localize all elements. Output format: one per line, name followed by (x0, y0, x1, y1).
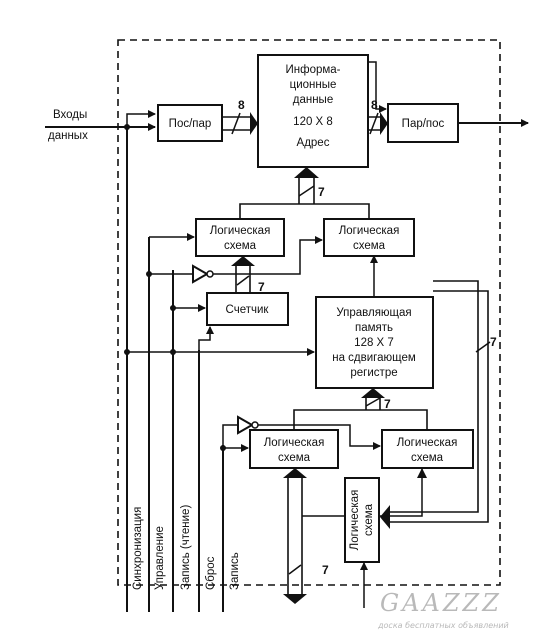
control-memory-line-4: на сдвигающем (332, 352, 416, 364)
bottom-bus-arrow-up (283, 468, 307, 478)
logic-block-4: Логическая схема (381, 429, 474, 469)
logic-block-2: Логическая схема (323, 218, 415, 257)
par-pos-block: Пар/пос (387, 103, 459, 143)
counter-bus-slash (236, 275, 250, 286)
info-memory-line-3: данные (293, 94, 333, 106)
info-memory-size: 120 X 8 (293, 116, 333, 128)
logic-block-1: Логическая схема (195, 218, 285, 257)
counter-label: Счетчик (226, 304, 270, 316)
input-bus-slash (231, 112, 241, 135)
reset-to-counter (198, 326, 214, 352)
logic-1-line-1: Логическая (210, 225, 271, 237)
logic-3-line-2: схема (278, 452, 311, 464)
logic-4-bottom-arrowhead (417, 468, 427, 478)
par-pos-label: Пар/пос (402, 118, 445, 130)
inverter-2-to-logic-4 (258, 424, 381, 450)
counter-bus-width: 7 (258, 280, 265, 294)
logic-4-line-2: схема (411, 452, 444, 464)
write-to-inverter-2 (222, 424, 238, 448)
control-bus-arrowhead (361, 388, 385, 398)
logic-5-to-logic-4 (380, 468, 423, 517)
address-bus-arrowhead (294, 167, 319, 178)
sync-to-pos-par (126, 110, 156, 127)
inverter-1 (192, 264, 210, 284)
feedback-bus-width: 7 (490, 335, 497, 349)
feedback-bus-arrowhead (380, 505, 390, 529)
watermark-tagline: доска бесплатных объявлений (377, 621, 509, 630)
counter-bus-arrowhead (231, 256, 255, 266)
data-input-line-1: Входы (53, 109, 87, 121)
bottom-bus (287, 478, 303, 594)
logic-block-3: Логическая схема (249, 429, 339, 469)
info-memory-line-2: ционные (290, 79, 337, 91)
input-bus-width: 8 (238, 98, 245, 112)
logic-1-line-2: схема (224, 240, 257, 252)
input-bus (222, 116, 250, 131)
logic-2-line-1: Логическая (339, 225, 400, 237)
address-bus-slash (298, 185, 315, 197)
address-bus-width: 7 (318, 185, 325, 199)
input-bus-arrowhead (250, 112, 258, 135)
junction-dot (170, 305, 176, 311)
control-memory-line-3: 128 X 7 (354, 337, 394, 349)
watermark-logo: GAAZZZ (380, 589, 502, 617)
control-bus-v (365, 398, 381, 410)
label-write-read: Запись (чтение) (180, 505, 192, 590)
output-bus-slash (369, 112, 379, 135)
inverter-1-bubble (206, 270, 214, 278)
address-bus-v (298, 178, 315, 204)
chip-boundary (117, 39, 501, 586)
memory-to-output-line (368, 61, 387, 113)
junction-dot (170, 349, 176, 355)
bottom-bus-width: 7 (322, 563, 329, 577)
control-bus-slash (365, 397, 381, 407)
label-reset: Сброс (205, 556, 217, 590)
control-memory-line-1: Управляющая (336, 307, 411, 319)
label-control: Управление (154, 526, 166, 590)
data-input-label: Входы данных (48, 109, 88, 142)
control-memory-line-2: память (355, 322, 393, 334)
info-memory-line-1: Информа- (285, 64, 340, 76)
output-bus (368, 116, 380, 131)
pos-par-block: Пос/пар (157, 104, 223, 142)
label-write: Запись (229, 552, 241, 590)
counter-block: Счетчик (206, 292, 289, 326)
control-memory-block: Управляющая память 128 X 7 на сдвигающем… (315, 296, 434, 389)
logic-2-line-2: схема (353, 240, 386, 252)
pos-par-label: Пос/пар (169, 118, 212, 130)
info-memory-address-label: Адрес (297, 137, 330, 149)
logic-block-5: Логическая схема (344, 477, 380, 563)
output-bus-arrowhead (380, 112, 388, 135)
feedback-bus-slash (475, 341, 491, 353)
logic-4-line-1: Логическая (397, 437, 458, 449)
bottom-bus-arrow-down (283, 594, 307, 604)
control-bus-width: 7 (384, 397, 391, 411)
inverter-to-logic-2 (213, 236, 323, 275)
info-memory-block: Информа- ционные данные 120 X 8 Адрес (257, 54, 369, 168)
junction-dot (124, 349, 130, 355)
data-input-line-2: данных (48, 130, 88, 142)
inverter-2 (237, 415, 255, 435)
logic-5-line-2: схема (363, 503, 375, 536)
label-sync: Синхронизация (132, 507, 144, 590)
signal-lines (126, 127, 224, 612)
control-bus-h (293, 409, 428, 430)
feedback-bus (390, 280, 489, 523)
address-bus-h (239, 203, 370, 219)
inverter-2-bubble (251, 421, 259, 429)
output-bus-width: 8 (371, 98, 378, 112)
logic-5-line-1: Логическая (349, 490, 361, 551)
bottom-bus-slash (288, 564, 302, 575)
junction-dot (124, 124, 130, 130)
control-memory-line-5: регистре (350, 367, 397, 379)
logic-3-line-1: Логическая (264, 437, 325, 449)
counter-bus (235, 266, 251, 293)
